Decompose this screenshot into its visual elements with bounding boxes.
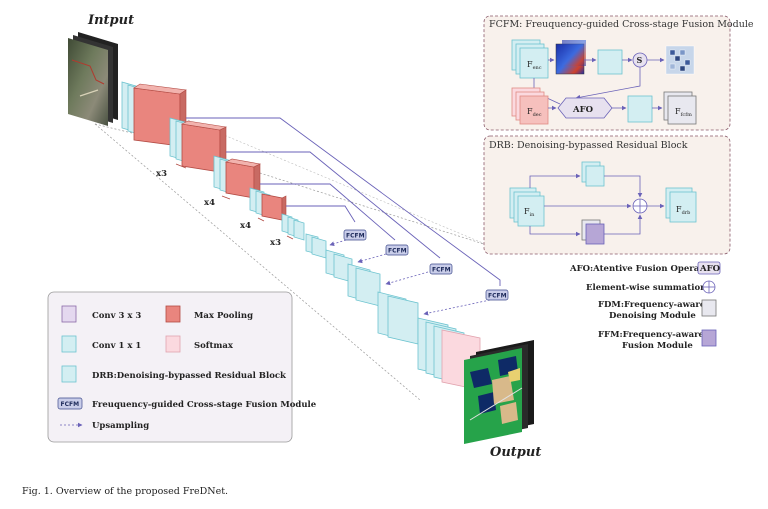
svg-text:FCFM: FCFM (61, 401, 80, 408)
svg-text:FDM:Frequency-aware: FDM:Frequency-aware (598, 300, 706, 310)
figure-caption: Fig. 1. Overview of the proposed FreDNet… (22, 486, 229, 497)
conv3-swatch (61, 305, 77, 323)
fcfm-badge-2: FCFM (385, 244, 409, 256)
drb-detail-box: DRB: Denoising-bypassed Residual Block F… (483, 135, 731, 255)
skip-connections (186, 117, 501, 286)
encoder-stage-1 (121, 81, 187, 147)
maxpool-label: Max Pooling (194, 311, 253, 321)
decoder-stage-1 (305, 233, 327, 259)
decoder-stage-3 (347, 263, 381, 307)
fcfm-detail-box: FCFM: Freuquency-guided Cross-stage Fusi… (483, 15, 754, 131)
fcfm-badge-1: FCFM (343, 229, 367, 241)
softmax-label: Softmax (194, 341, 234, 351)
upsampling-arrows (329, 239, 491, 316)
f-dec-label: Fdec (527, 107, 542, 118)
drb-box-title: DRB: Denoising-bypassed Residual Block (489, 140, 688, 151)
encoder-stage-3 (213, 155, 261, 199)
svg-text:AFO: AFO (699, 264, 721, 274)
fcfm-swatch (57, 397, 83, 410)
svg-text:FCFM: FCFM (346, 233, 365, 240)
repeat-label-stage-4: x3 (270, 238, 281, 248)
encoder-stage-4 (249, 187, 287, 221)
fcfm-legend-label: Freuquency-guided Cross-stage Fusion Mod… (92, 400, 317, 410)
fcfm-badge-3: FCFM (429, 263, 453, 275)
svg-text:Element-wise summation: Element-wise summation (586, 283, 706, 293)
svg-text:Fusion Module: Fusion Module (622, 341, 693, 351)
decoder-stage-4 (377, 291, 419, 345)
svg-text:FCFM: FCFM (388, 248, 407, 255)
f-in-label: Fin (524, 207, 535, 218)
f-enc-label: Fenc (527, 60, 542, 71)
softmax-swatch (165, 335, 181, 353)
output-label: Output (490, 445, 541, 460)
input-image (68, 32, 118, 126)
side-legend: AFO:Atentive Fusion Operator AFO Element… (569, 261, 721, 351)
conv1-swatch (61, 335, 77, 353)
output-image (464, 340, 534, 444)
svg-text:FCFM: FCFM (488, 293, 507, 300)
encoder-stage-5 (281, 213, 305, 241)
conv1-label: Conv 1 x 1 (92, 341, 141, 351)
repeat-label-stage-1: x3 (156, 169, 167, 179)
svg-text:AFO:Atentive Fusion Operator: AFO:Atentive Fusion Operator (569, 264, 714, 274)
drb-label: DRB:Denoising-bypassed Residual Block (92, 371, 287, 381)
perspective-guides (94, 99, 491, 401)
conv3-label: Conv 3 x 3 (92, 311, 141, 321)
upsampling-label: Upsampling (92, 421, 149, 431)
s-operator: S (637, 55, 643, 65)
main-legend: Conv 3 x 3 Max Pooling Conv 1 x 1 Softma… (47, 291, 317, 443)
svg-text:FFM:Frequency-aware: FFM:Frequency-aware (598, 330, 705, 340)
f-drb-label: Fdrb (676, 205, 690, 216)
maxpool-swatch (165, 305, 181, 323)
input-label: Intput (87, 13, 134, 28)
fcfm-box-title: FCFM: Freuquency-guided Cross-stage Fusi… (489, 19, 754, 30)
fcfm-badge-4: FCFM (485, 289, 509, 301)
svg-text:FCFM: FCFM (432, 267, 451, 274)
afo-operator: AFO (572, 105, 594, 115)
f-fcfm-label: Ffcfm (675, 107, 692, 118)
drb-swatch (61, 365, 77, 383)
repeat-label-stage-2: x4 (204, 198, 215, 208)
svg-text:Denoising Module: Denoising Module (609, 311, 696, 321)
decoder-stage-5 (417, 317, 481, 391)
repeat-label-stage-3: x4 (240, 221, 251, 231)
attention-grid (665, 45, 695, 75)
